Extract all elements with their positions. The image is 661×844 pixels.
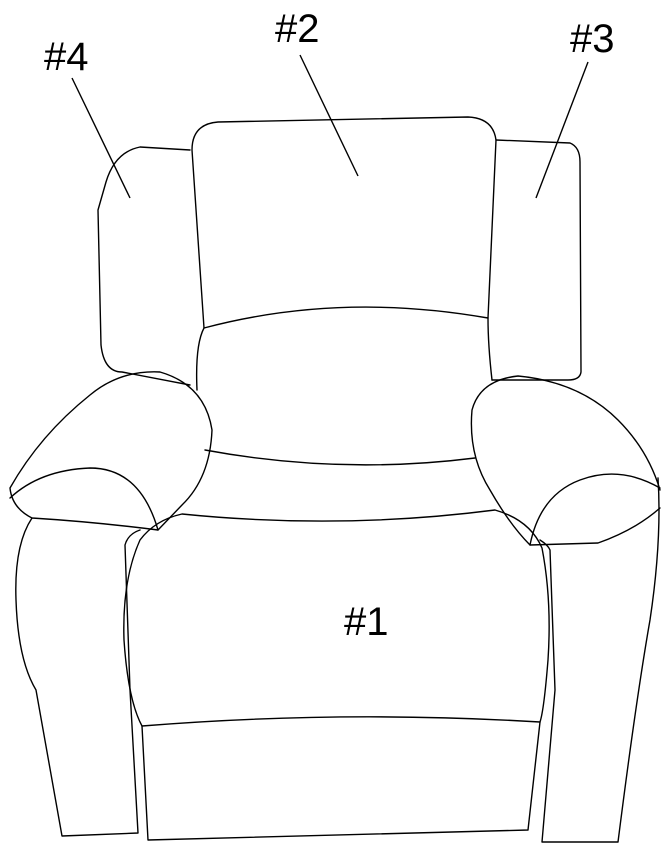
leader-4	[72, 78, 130, 198]
back-band	[205, 450, 475, 465]
left-arm-cap	[10, 372, 212, 530]
right-arm-cap-face	[530, 474, 660, 545]
callout-3: #3	[570, 17, 615, 61]
seat-cushion	[124, 510, 549, 726]
backrest-lower-panel	[197, 318, 492, 390]
left-arm-body	[16, 518, 140, 836]
right-wing	[492, 140, 581, 380]
callout-1: #1	[344, 600, 389, 644]
leader-2	[300, 55, 358, 176]
headrest-cushion	[192, 117, 496, 328]
left-arm-cap-face	[10, 468, 158, 530]
left-wing	[98, 147, 190, 385]
right-arm-body	[540, 478, 659, 842]
callout-2: #2	[275, 7, 320, 51]
right-arm-cap	[471, 376, 660, 545]
footrest-panel	[142, 722, 540, 840]
callout-4: #4	[44, 35, 89, 79]
